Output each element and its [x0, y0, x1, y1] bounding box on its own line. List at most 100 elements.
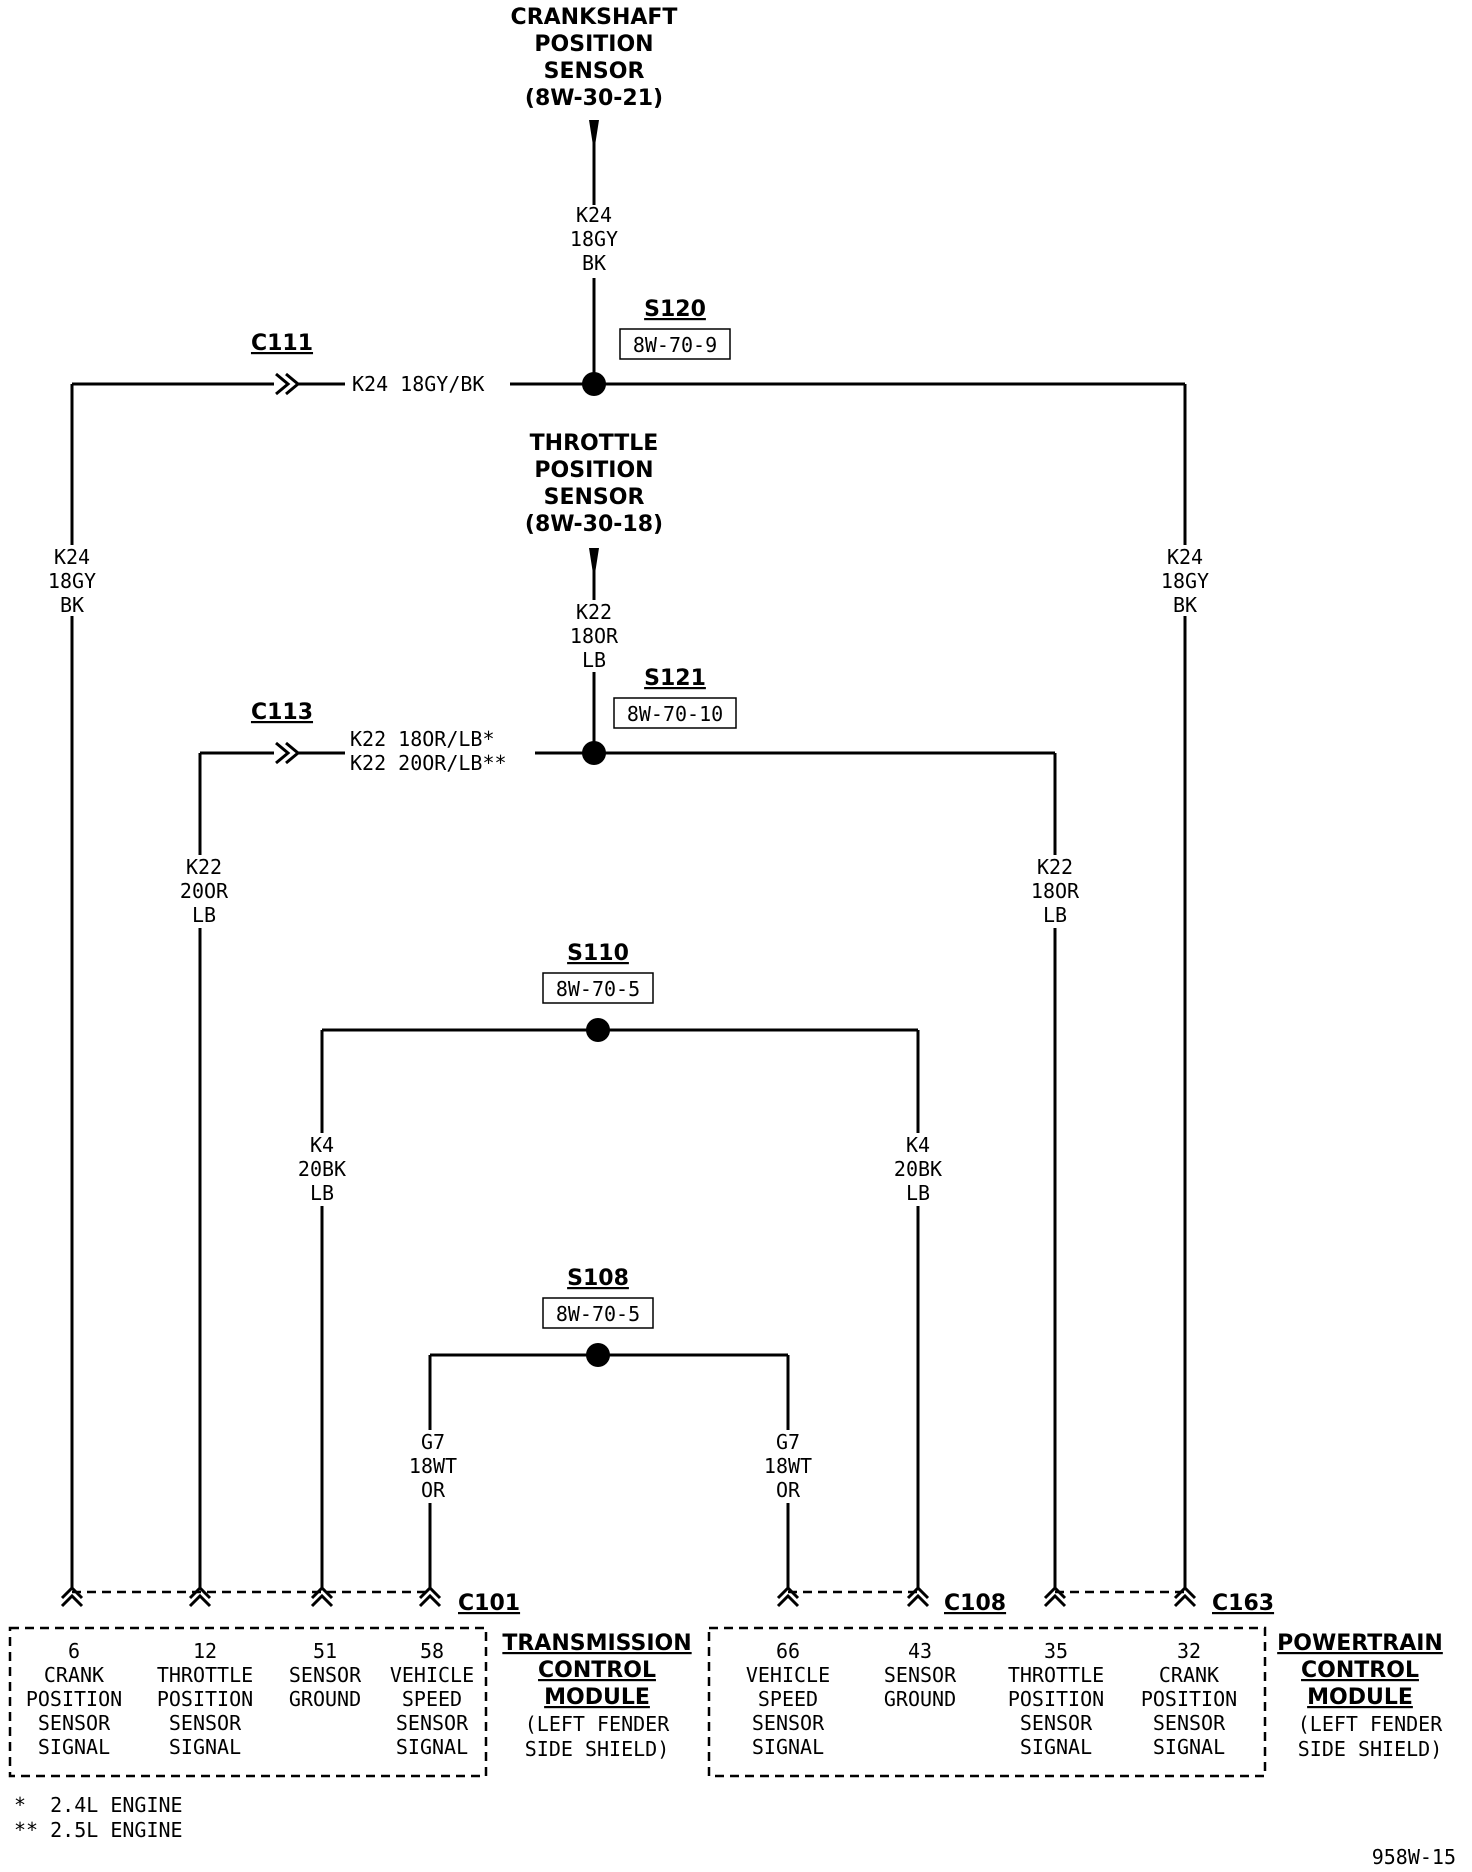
wire-code: K22: [576, 600, 612, 624]
wire-gauge-color: 18WT: [409, 1454, 457, 1478]
pin-label-4: SIGNAL: [169, 1735, 241, 1759]
splice-s108-ref-box: [542, 1297, 654, 1329]
wire-code: K22: [186, 855, 222, 879]
sensor-arrow-icon: [589, 548, 599, 580]
wire-code: G7: [776, 1430, 800, 1454]
wire-label-k24-right: K24 18GY BK: [1161, 545, 1209, 617]
figure-id: 958W-15: [1372, 1845, 1456, 1869]
wire-tracer: OR: [421, 1478, 446, 1502]
wire-gauge-color: 18GY: [1161, 569, 1209, 593]
c163-label: C163: [1212, 1591, 1274, 1616]
splice-s108-dot: [586, 1343, 610, 1367]
wire-code: G7: [421, 1430, 445, 1454]
pin-label-3: SENSOR: [396, 1711, 469, 1735]
pin-label-2: GROUND: [884, 1687, 956, 1711]
wire-code: K22: [1037, 855, 1073, 879]
wire-gauge-color: 20OR: [180, 879, 229, 903]
crankshaft-title-line-3: SENSOR: [544, 59, 645, 84]
throttle-title-line-4: (8W-30-18): [525, 512, 663, 537]
wire-gauge-color: 20BK: [894, 1157, 942, 1181]
splice-s120-ref-box: [619, 328, 731, 360]
pin-label-1: THROTTLE: [1008, 1663, 1104, 1687]
pin-number: 66: [776, 1639, 800, 1663]
tcm-pin-58: 58 VEHICLE SPEED SENSOR SIGNAL: [390, 1639, 474, 1759]
pcm-location-line-2: SIDE SHIELD): [1298, 1737, 1443, 1761]
wire-gauge-color: 18OR: [1031, 879, 1080, 903]
wire-tracer: LB: [192, 903, 216, 927]
pin-label-2: POSITION: [157, 1687, 253, 1711]
wire-tracer: LB: [1043, 903, 1067, 927]
splice-s121-label: S121 8W-70-10: [613, 666, 737, 729]
wire-tracer: BK: [60, 593, 84, 617]
wire-label-k22-horizontal-2: K22 20OR/LB**: [350, 751, 507, 775]
pin-label-3: SENSOR: [38, 1711, 111, 1735]
wire-tracer: BK: [1173, 593, 1197, 617]
c108-label: C108: [944, 1591, 1006, 1616]
pin-number: 6: [68, 1639, 80, 1663]
wire-label-k22-top: K22 18OR LB: [570, 600, 619, 672]
wire-label-k4-right: K4 20BK LB: [894, 1133, 942, 1205]
throttle-title-line-3: SENSOR: [544, 485, 645, 510]
splice-s121-ref-box: [613, 697, 737, 729]
pin-label-1: SENSOR: [289, 1663, 362, 1687]
pcm-title-line-1: POWERTRAIN: [1277, 1631, 1443, 1656]
tcm-title-line-2: CONTROL: [538, 1658, 656, 1683]
pin-number: 32: [1177, 1639, 1201, 1663]
pin-label-2: GROUND: [289, 1687, 361, 1711]
c111-label: C111: [251, 331, 313, 356]
tcm-title-line-3: MODULE: [544, 1685, 650, 1710]
pin-label-2: SPEED: [758, 1687, 818, 1711]
pin-label-1: VEHICLE: [746, 1663, 830, 1687]
sensor-arrow-icon: [589, 120, 599, 152]
pin-label-2: POSITION: [1008, 1687, 1104, 1711]
wire-label-k22-horizontal-1: K22 18OR/LB*: [350, 727, 495, 751]
wire-code: K24: [54, 545, 90, 569]
wire-label-k4-left: K4 20BK LB: [298, 1133, 346, 1205]
pcm-pin-35: 35 THROTTLE POSITION SENSOR SIGNAL: [1008, 1639, 1104, 1759]
wire-label-k24-top: K24 18GY BK: [570, 203, 618, 275]
wire-label-k24-horizontal: K24 18GY/BK: [352, 372, 484, 396]
c101-label: C101: [458, 1591, 520, 1616]
pcm-title-line-2: CONTROL: [1301, 1658, 1419, 1683]
wire-code: K4: [310, 1133, 334, 1157]
terminal-chevron-icon: [906, 1585, 930, 1608]
pin-number: 35: [1044, 1639, 1068, 1663]
pcm-location-line-1: (LEFT FENDER: [1298, 1712, 1443, 1736]
pin-label-2: POSITION: [26, 1687, 122, 1711]
crankshaft-title-line-4: (8W-30-21): [525, 86, 663, 111]
pcm-title-line-3: MODULE: [1307, 1685, 1413, 1710]
crankshaft-sensor-title: CRANKSHAFT POSITION SENSOR (8W-30-21): [511, 5, 678, 111]
pcm-pin-66: 66 VEHICLE SPEED SENSOR SIGNAL: [746, 1639, 830, 1759]
tcm-module-box: [8, 1626, 488, 1778]
connector-terminals: [60, 1585, 1197, 1608]
pin-label-4: SIGNAL: [38, 1735, 110, 1759]
wire-gauge-color: 18OR: [570, 624, 619, 648]
wire-label-k22-right: K22 18OR LB: [1031, 855, 1080, 927]
splice-dots: [582, 372, 610, 1367]
pin-label-1: VEHICLE: [390, 1663, 474, 1687]
crankshaft-title-line-1: CRANKSHAFT: [511, 5, 678, 30]
throttle-sensor-title: THROTTLE POSITION SENSOR (8W-30-18): [525, 431, 663, 537]
pin-number: 51: [313, 1639, 337, 1663]
pin-label-2: POSITION: [1141, 1687, 1237, 1711]
wire-code: K24: [576, 203, 612, 227]
pin-number: 12: [193, 1639, 217, 1663]
wire-label-k24-left: K24 18GY BK: [48, 545, 96, 617]
pin-label-1: THROTTLE: [157, 1663, 253, 1687]
tcm-location-line-2: SIDE SHIELD): [525, 1737, 670, 1761]
pin-number: 43: [908, 1639, 932, 1663]
wire-gauge-color: 18WT: [764, 1454, 812, 1478]
splice-s108-ref: 8W-70-5: [556, 1302, 640, 1326]
wire-label-g7-right: G7 18WT OR: [764, 1430, 812, 1502]
c111-connector-icon: [275, 372, 301, 396]
tcm-location-line-1: (LEFT FENDER: [525, 1712, 670, 1736]
c113-connector-icon: [275, 741, 301, 765]
pcm-title: POWERTRAIN CONTROL MODULE (LEFT FENDER S…: [1277, 1631, 1443, 1761]
pin-label-3: SENSOR: [1020, 1711, 1093, 1735]
throttle-title-line-2: POSITION: [534, 458, 653, 483]
pin-label-3: SENSOR: [1153, 1711, 1226, 1735]
splice-s121-ref: 8W-70-10: [627, 702, 723, 726]
pcm-pin-43: 43 SENSOR GROUND: [884, 1639, 957, 1711]
pin-label-4: SIGNAL: [1020, 1735, 1092, 1759]
